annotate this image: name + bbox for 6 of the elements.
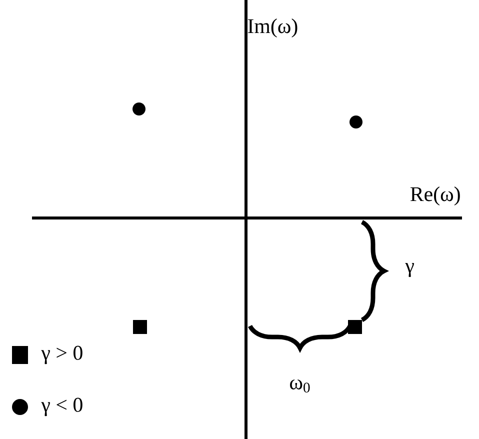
brace-label: γ [405, 262, 414, 278]
legend-label: γ > 0 [41, 346, 82, 364]
axis-label: Im(ω) [248, 18, 298, 38]
axis-label: Re(ω) [410, 186, 460, 206]
brace-label: ω$_{0}$ [290, 379, 310, 392]
legend-label: γ < 0 [41, 398, 82, 416]
